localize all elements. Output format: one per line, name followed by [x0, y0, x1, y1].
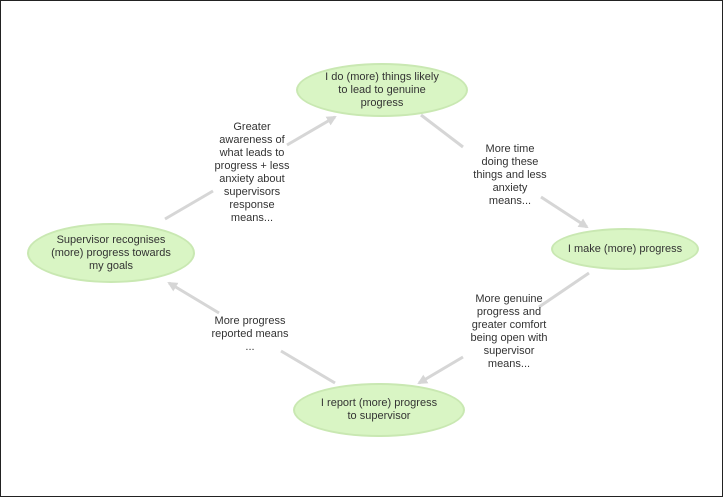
arrow-report-to-supervisor-a [280, 349, 336, 385]
node-make-progress: I make (more) progress [551, 228, 699, 270]
arrow-do-to-progress-b [540, 195, 589, 229]
node-make-progress-text: I make (more) progress [567, 242, 683, 255]
node-supervisor-text: Supervisor recognises (more) progress to… [51, 233, 171, 272]
edge-label-to-do-things: Greater awareness of what leads to progr… [214, 121, 290, 224]
arrow-progress-to-report-b [417, 355, 464, 385]
edge-label-to-report: More genuine progress and greater comfor… [470, 293, 548, 370]
arrow-supervisor-to-do-a [164, 189, 214, 221]
node-do-things-text: I do (more) things likely to lead to gen… [325, 70, 439, 109]
edge-label-to-supervisor: More progress reported means ... [211, 315, 289, 353]
arrow-report-to-supervisor-b [167, 281, 220, 315]
node-report: I report (more) progress to supervisor [293, 383, 465, 437]
edge-label-to-make-progress: More time doing these things and less an… [473, 143, 547, 207]
node-supervisor: Supervisor recognises (more) progress to… [27, 223, 195, 283]
arrow-progress-to-report-a [538, 271, 590, 309]
arrow-supervisor-to-do-b [286, 115, 337, 147]
node-do-things: I do (more) things likely to lead to gen… [296, 63, 468, 117]
node-report-text: I report (more) progress to supervisor [320, 397, 438, 422]
arrow-do-to-progress-a [420, 113, 464, 149]
